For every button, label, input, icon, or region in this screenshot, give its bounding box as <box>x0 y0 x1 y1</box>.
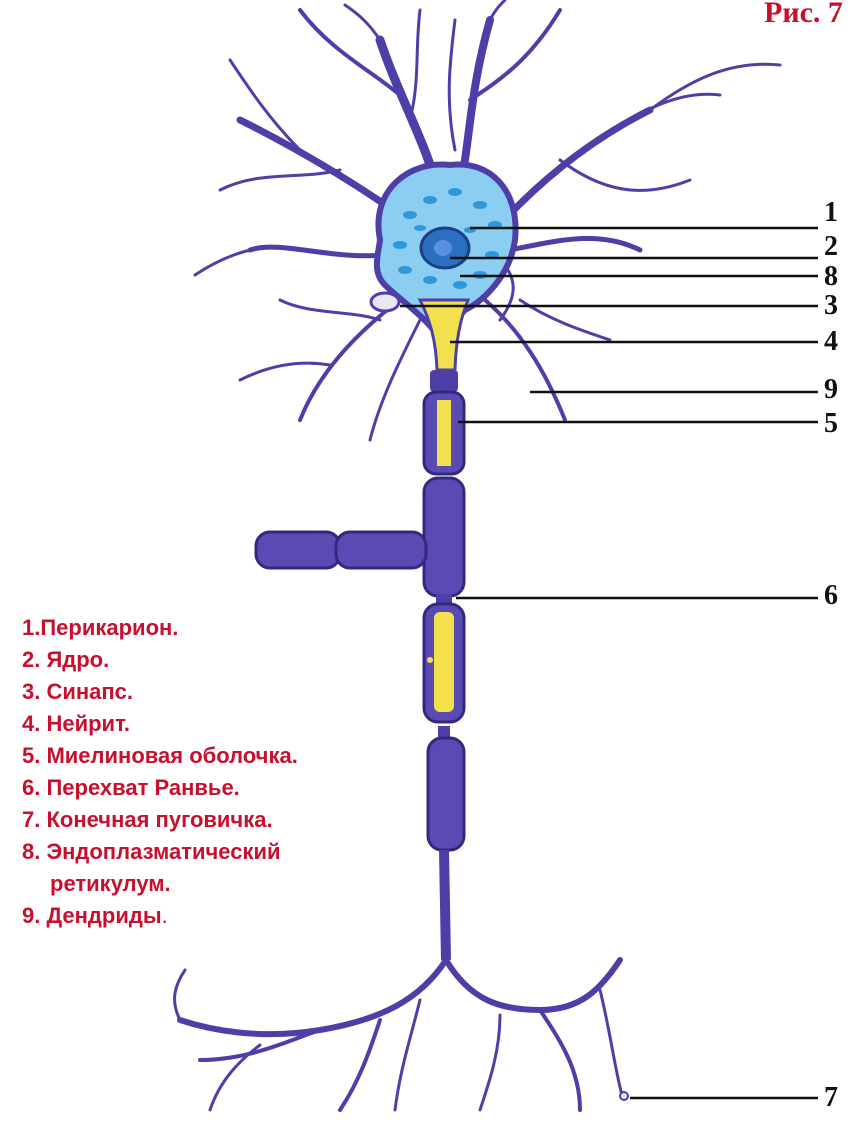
callout-1: 1 <box>824 199 838 227</box>
legend-item: 2. Ядро. <box>22 644 298 676</box>
callout-9: 9 <box>824 376 838 404</box>
myelin-segment-4 <box>428 738 464 850</box>
legend-trailing-period: . <box>162 903 168 928</box>
legend: 1.Перикарион. 2. Ядро. 3. Синапс. 4. Ней… <box>22 612 298 932</box>
terminal-branches <box>175 960 628 1110</box>
callout-8: 8 <box>824 263 838 291</box>
legend-item-continuation: ретикулум. <box>22 868 298 900</box>
legend-item: 4. Нейрит. <box>22 708 298 740</box>
callout-2: 2 <box>824 233 838 261</box>
legend-item: 9. Дендриды. <box>22 900 298 932</box>
terminal-button <box>620 1092 628 1100</box>
callout-7: 7 <box>824 1084 838 1112</box>
nucleolus <box>434 240 452 256</box>
legend-item: 7. Конечная пуговичка. <box>22 804 298 836</box>
callout-3: 3 <box>824 292 838 320</box>
collateral-segment-2 <box>336 532 426 568</box>
axon-hillock <box>420 300 468 370</box>
synapse <box>371 293 399 311</box>
figure-label: Рис. 7 <box>764 0 843 30</box>
legend-item: 6. Перехват Ранвье. <box>22 772 298 804</box>
legend-item: 8. Эндоплазматический <box>22 836 298 868</box>
legend-item: 5. Миелиновая оболочка. <box>22 740 298 772</box>
callout-6: 6 <box>824 582 838 610</box>
legend-item: 3. Синапс. <box>22 676 298 708</box>
collateral-segment-1 <box>256 532 340 568</box>
legend-item: 1.Перикарион. <box>22 612 298 644</box>
callout-4: 4 <box>824 328 838 356</box>
myelin-segment-2 <box>424 478 464 596</box>
callout-5: 5 <box>824 410 838 438</box>
